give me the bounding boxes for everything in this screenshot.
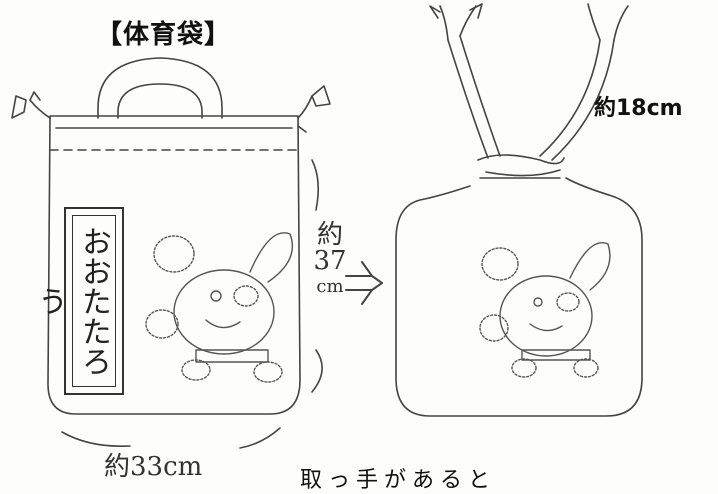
- bag-handle: [97, 57, 223, 119]
- left-bag: [11, 57, 331, 449]
- dog-illustration-left: [145, 232, 294, 383]
- height-label: 約 37 cm: [308, 222, 352, 300]
- caption-text: 取っ手があると: [300, 468, 497, 493]
- bag-sketch-illustration: [11, 3, 643, 449]
- string-length-label: 約18cm: [594, 96, 683, 121]
- right-arrow: [345, 261, 383, 305]
- right-bag: [395, 3, 643, 417]
- name-tag-text: おおたたろう: [32, 215, 116, 387]
- dog-illustration-right: [479, 242, 611, 378]
- height-label-part: cm: [316, 276, 344, 297]
- height-label-part: 約: [316, 220, 343, 250]
- page-title: 【体育袋】: [96, 20, 232, 50]
- name-tag: おおたたろう: [32, 207, 124, 395]
- width-label: 約33cm: [104, 452, 203, 482]
- height-label-part: 37: [313, 246, 347, 276]
